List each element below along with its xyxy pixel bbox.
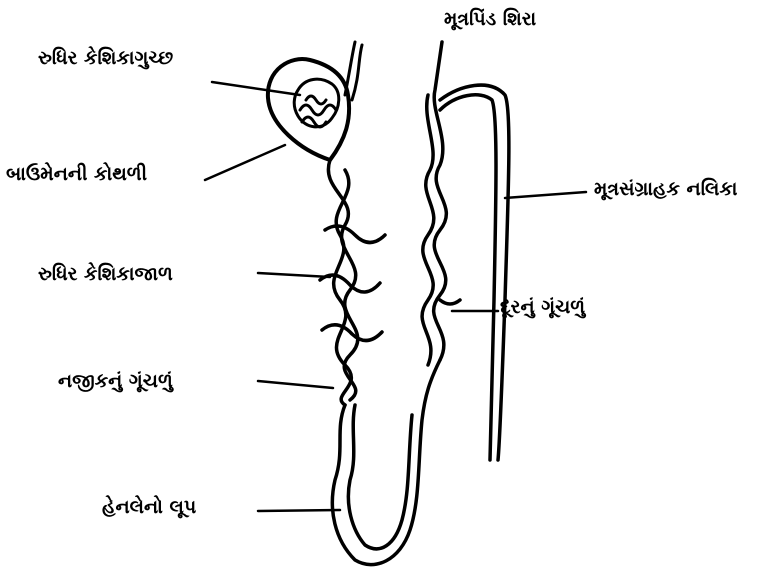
loop-of-henle-shape <box>332 360 440 565</box>
label-capillary-network: રુધિર કેશિકાજાળ <box>38 265 173 284</box>
capillary-network-shape <box>320 160 385 405</box>
label-collecting-duct: મૂત્રસંગ્રાહક નલિકા <box>594 180 737 199</box>
label-bowman-capsule: બાઉમેનની કોથળી <box>6 165 147 184</box>
collecting-duct-shape <box>440 85 509 460</box>
label-loop-of-henle: હેનલેનો લૂપ <box>102 498 196 517</box>
label-distal-convoluted: દૂરનું ગૂંચળું <box>500 298 585 317</box>
label-glomerulus: રુધિર કેશિકાગુચ્છ <box>38 49 173 68</box>
label-renal-vein: મૂત્રપિંડ શિરા <box>444 10 536 29</box>
label-proximal-convoluted: નજીકનું ગૂંચળું <box>58 372 173 391</box>
